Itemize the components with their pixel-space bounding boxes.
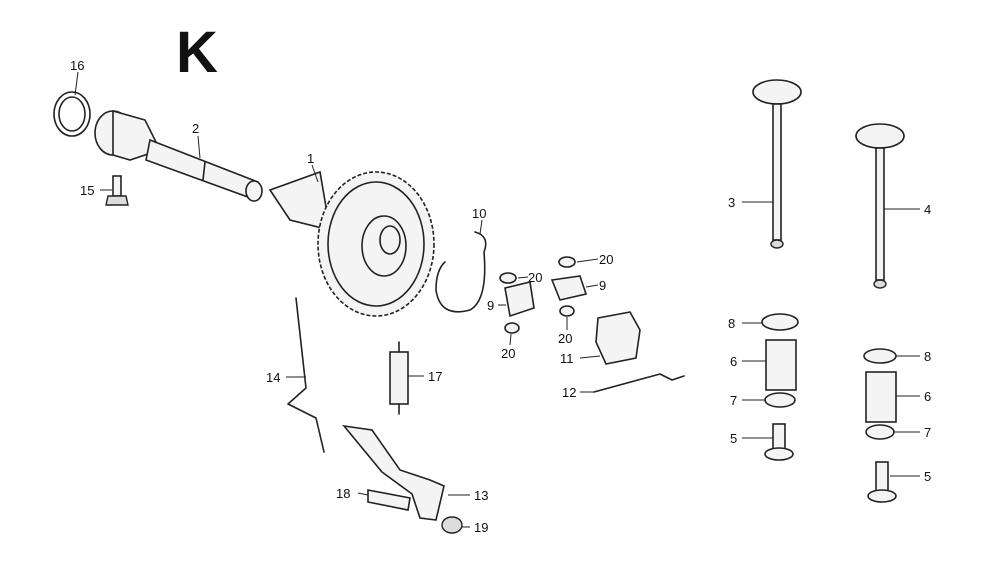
callout-11: 11: [560, 351, 574, 366]
part-20-washer: [499, 272, 517, 284]
part-7-rotator: [865, 424, 895, 440]
callout-10: 10: [472, 206, 486, 221]
callout-20: 20: [501, 346, 515, 361]
leader-lines: [74, 71, 920, 528]
part-6-spring: [865, 371, 897, 423]
part-5-guide: [764, 423, 794, 461]
part-18-bolt: [367, 489, 411, 511]
part-9-weight-right: [550, 275, 588, 301]
callout-5: 5: [730, 431, 737, 446]
part-15-spring: [389, 341, 409, 415]
part-3-valve: [752, 79, 802, 249]
part-1-cam-gear: [268, 170, 435, 317]
callout-3: 3: [728, 195, 735, 210]
part-17-o-ring: [53, 91, 91, 137]
part-19-nut: [441, 516, 463, 534]
part-10-spring-clip: [435, 231, 487, 313]
callout-20: 20: [528, 270, 542, 285]
callout-19: 19: [474, 520, 488, 535]
callout-7: 7: [730, 393, 737, 408]
callout-15: 17: [428, 369, 442, 384]
part-2-shaft: [94, 109, 263, 202]
callout-6: 6: [924, 389, 931, 404]
callout-9: 9: [487, 298, 494, 313]
callout-8: 8: [924, 349, 931, 364]
part-20-washer: [504, 322, 520, 334]
callout-14: 14: [266, 370, 280, 385]
callout-4: 4: [924, 202, 931, 217]
part-5-guide: [867, 461, 897, 503]
part-12-pin: [593, 373, 685, 393]
callout-20: 20: [599, 252, 613, 267]
callout-12: 12: [562, 385, 576, 400]
callout-17: 16: [70, 58, 84, 73]
part-8-retainer: [863, 348, 897, 364]
callout-1: 1: [307, 151, 314, 166]
callout-2: 2: [192, 121, 199, 136]
callout-16: 15: [80, 183, 94, 198]
callout-18: 18: [336, 486, 350, 501]
part-6-spring: [765, 339, 797, 391]
callout-9: 9: [599, 278, 606, 293]
part-16-bolt: [105, 175, 129, 206]
part-7-rotator: [764, 392, 796, 408]
part-11-slider: [595, 311, 641, 365]
part-20-washer: [559, 305, 575, 317]
section-letter: K: [176, 20, 218, 85]
part-13-arm: [342, 424, 445, 521]
part-14-rod: [287, 297, 325, 453]
part-9-weight-left: [504, 281, 535, 318]
callout-13: 13: [474, 488, 488, 503]
callout-20: 20: [558, 331, 572, 346]
callout-8: 8: [728, 316, 735, 331]
part-20-washer: [558, 256, 576, 268]
part-8-retainer: [761, 313, 799, 331]
callout-7: 7: [924, 425, 931, 440]
callout-6: 6: [730, 354, 737, 369]
part-4-valve: [855, 123, 905, 289]
callout-5: 5: [924, 469, 931, 484]
